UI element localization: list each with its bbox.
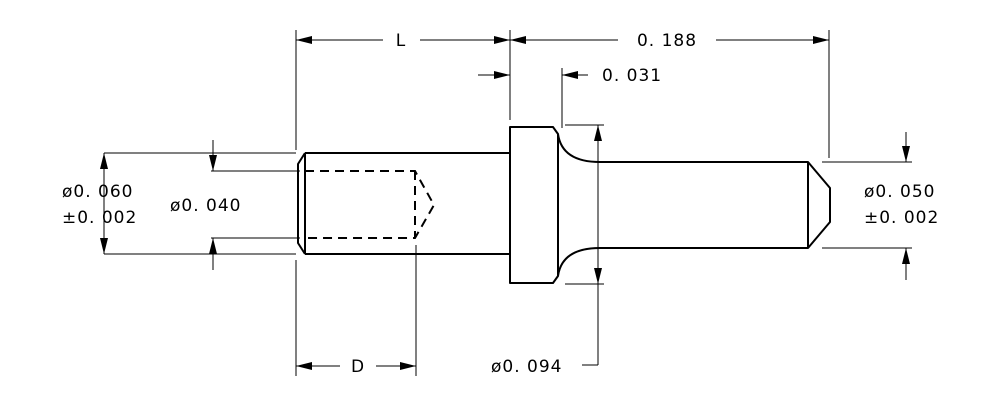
label-head-thickness: 0. 031 <box>602 66 662 86</box>
label-pin-diameter-tol: ±0. 002 <box>864 208 939 228</box>
label-length: L <box>396 31 406 51</box>
arrowheads <box>100 36 910 370</box>
label-pin-diameter: ø0. 050 <box>864 182 935 202</box>
part-outline <box>297 126 831 284</box>
label-outer-diameter-tol: ±0. 002 <box>62 208 137 228</box>
hidden-bore <box>305 170 436 239</box>
label-outer-diameter: ø0. 060 <box>62 182 133 202</box>
extension-lines <box>104 30 912 376</box>
label-bore-diameter: ø0. 040 <box>170 196 241 216</box>
label-head-diameter: ø0. 094 <box>491 357 562 377</box>
dimension-labels: L 0. 188 0. 031 ø0. 060 ±0. 002 ø0. 040 … <box>62 31 939 377</box>
label-overall-length: 0. 188 <box>637 31 697 51</box>
label-bore-depth: D <box>351 357 365 377</box>
